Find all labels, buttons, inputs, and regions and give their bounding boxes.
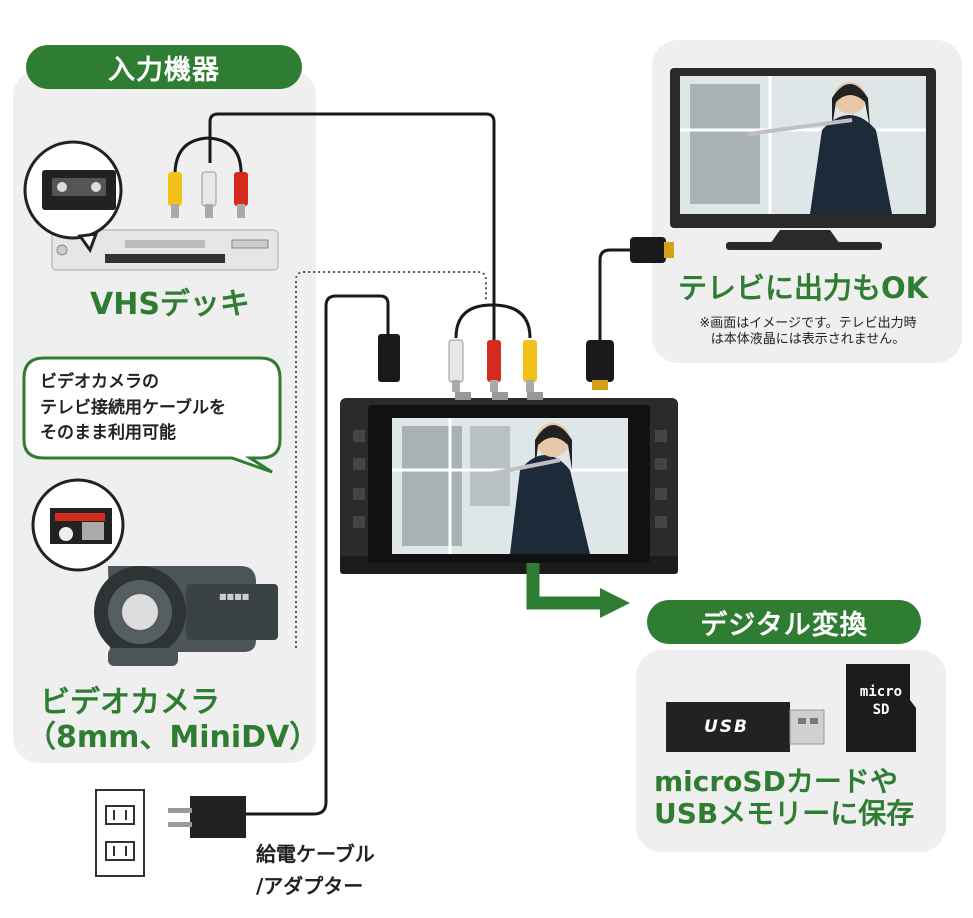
usb-plug <box>378 334 400 382</box>
hdmi-cable <box>598 248 640 342</box>
storage-label-line2: USBメモリーに保存 <box>654 797 915 831</box>
camera-av-cable <box>295 271 487 648</box>
camera-label-line1: ビデオカメラ <box>40 685 220 720</box>
tv-note-line1: ※画面はイメージです。テレビ出力時 <box>699 316 917 331</box>
usb-memory-illustration <box>666 702 825 752</box>
microsd-text: micro SD <box>850 684 912 719</box>
input-devices-title: 入力機器 <box>26 45 302 89</box>
ac-adapter-illustration <box>168 796 246 838</box>
av-cable <box>208 112 496 396</box>
usb-power-cable <box>246 294 390 816</box>
wall-outlet-illustration <box>95 789 145 877</box>
storage-label-line1: microSDカードや <box>654 765 898 798</box>
camera-label-line2: （8mm、MiniDV） <box>26 719 320 755</box>
speech-bubble-line3: そのまま利用可能 <box>40 423 176 443</box>
power-label: 給電ケーブル /アダプター <box>256 838 375 902</box>
microsd-illustration <box>846 664 916 752</box>
microsd-text-line1: micro <box>859 684 903 700</box>
rca-plugs-vhs <box>168 171 248 218</box>
main-device <box>340 392 678 574</box>
power-label-line1: 給電ケーブル <box>256 842 375 866</box>
hdmi-plug-device <box>586 340 614 382</box>
power-label-line2: /アダプター <box>256 874 364 898</box>
storage-label: microSDカードや USBメモリーに保存 <box>654 765 915 831</box>
tv-output-label: テレビに出力もOK <box>678 271 929 305</box>
digital-conversion-title: デジタル変換 <box>647 600 921 644</box>
speech-bubble-line1: ビデオカメラの <box>40 372 159 392</box>
vhs-deck-label: VHSデッキ <box>90 287 250 322</box>
tv-note-line2: は本体液晶には表示されません。 <box>710 332 906 348</box>
usb-memory-text: USB <box>704 717 750 737</box>
hdmi-plug-tv <box>630 237 666 263</box>
rca-plugs-device <box>448 339 537 392</box>
screen-photo-left <box>392 418 628 554</box>
speech-bubble-line2: テレビ接続用ケーブルを <box>40 397 226 418</box>
camcorder-brand: ■■■■ <box>219 592 250 601</box>
camera-label: ビデオカメラ （8mm、MiniDV） <box>26 685 319 755</box>
speech-bubble <box>22 356 282 474</box>
vhs-deck-illustration <box>23 140 279 271</box>
microsd-text-line2: SD <box>872 701 890 718</box>
av-cable-split-left <box>173 136 243 176</box>
tv-illustration <box>670 68 936 250</box>
rca-split-cable <box>454 303 532 339</box>
speech-bubble-text: ビデオカメラの テレビ接続用ケーブルを そのまま利用可能 <box>40 370 226 447</box>
tv-note: ※画面はイメージです。テレビ出力時 は本体液晶には表示されません。 <box>670 316 946 349</box>
green-arrow <box>526 563 605 610</box>
camcorder-illustration <box>31 478 278 666</box>
